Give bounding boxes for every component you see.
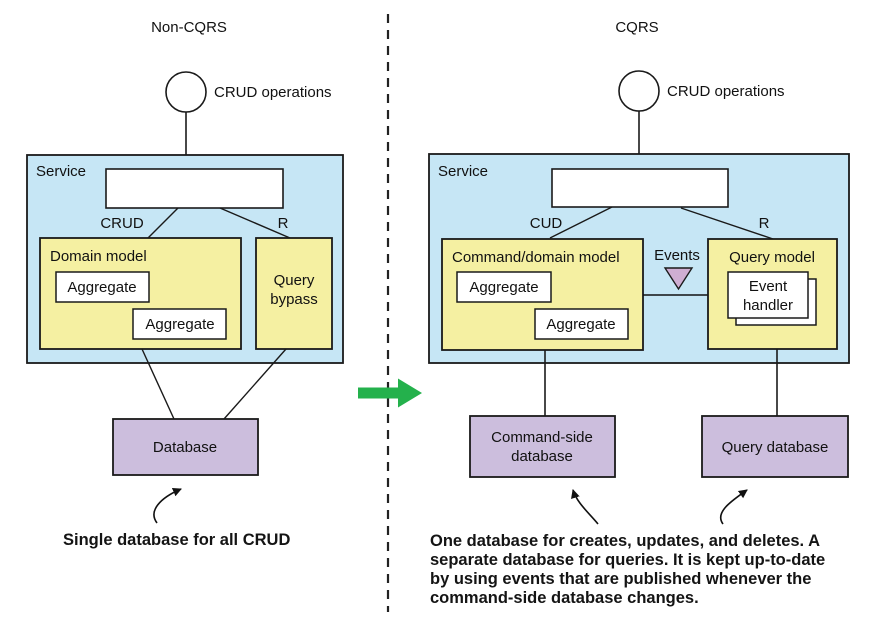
transition-arrow-icon xyxy=(358,378,422,408)
right-service-label: Service xyxy=(438,163,488,180)
right-r-label: R xyxy=(759,215,770,232)
left-aggregate1-box xyxy=(55,271,150,303)
left-query-bypass-label-line1: Query xyxy=(274,272,315,289)
right-cud-label: CUD xyxy=(530,215,563,232)
left-bypass-to-db-edge xyxy=(223,348,287,420)
right-cud-edge xyxy=(549,206,613,239)
left-crud-operations-label: CRUD operations xyxy=(214,84,332,101)
right-caption-line1: One database for creates, updates, and d… xyxy=(430,532,820,550)
left-service-interface-box xyxy=(105,168,284,209)
right-r-edge xyxy=(680,207,774,240)
right-caption-pointer-arrow-2 xyxy=(720,489,748,525)
query-db-label: Query database xyxy=(722,439,829,456)
left-crud-label: CRUD xyxy=(100,215,143,232)
left-service-label: Service xyxy=(36,163,86,180)
event-handler-label-line2: handler xyxy=(743,297,793,314)
event-handler-box xyxy=(727,271,809,319)
right-caption-line3: by using events that are published whene… xyxy=(430,570,811,588)
right-crud-actor-icon xyxy=(618,70,660,112)
right-aggregate2-label: Aggregate xyxy=(546,316,615,333)
right-aggregate1-box xyxy=(456,271,552,303)
left-r-label: R xyxy=(278,215,289,232)
left-query-bypass-box xyxy=(255,237,333,350)
right-query-model-label: Query model xyxy=(729,249,815,266)
right-caption-pointer-arrow-1 xyxy=(571,489,599,525)
right-command-model-label: Command/domain model xyxy=(452,249,620,266)
left-caption: Single database for all CRUD xyxy=(63,531,290,549)
left-domain-to-db-edge xyxy=(141,348,175,420)
left-aggregate2-box xyxy=(132,308,227,340)
left-caption-pointer-arrow xyxy=(153,488,182,524)
command-db-label-line2: database xyxy=(511,448,573,465)
left-aggregate2-label: Aggregate xyxy=(145,316,214,333)
command-db-box xyxy=(469,415,616,478)
left-database-box xyxy=(112,418,259,476)
right-caption-line4: command-side database changes. xyxy=(430,589,699,607)
query-db-box xyxy=(701,415,849,478)
left-title: Non-CQRS xyxy=(151,19,227,36)
left-domain-model-label: Domain model xyxy=(50,248,147,265)
right-events-label: Events xyxy=(654,247,700,264)
left-crud-actor-icon xyxy=(165,71,207,113)
left-aggregate1-label: Aggregate xyxy=(67,279,136,296)
left-database-label: Database xyxy=(153,439,217,456)
left-crud-edge xyxy=(147,207,179,239)
right-aggregate1-label: Aggregate xyxy=(469,279,538,296)
right-crud-operations-label: CRUD operations xyxy=(667,83,785,100)
left-query-bypass-label-line2: bypass xyxy=(270,291,318,308)
right-aggregate2-box xyxy=(534,308,629,340)
left-r-edge xyxy=(219,207,291,239)
right-service-interface-box xyxy=(551,168,729,208)
command-db-label-line1: Command-side xyxy=(491,429,593,446)
right-caption-line2: separate database for queries. It is kep… xyxy=(430,551,825,569)
events-triangle-icon xyxy=(663,267,694,291)
event-handler-label-line1: Event xyxy=(749,278,788,295)
right-title: CQRS xyxy=(615,19,658,36)
